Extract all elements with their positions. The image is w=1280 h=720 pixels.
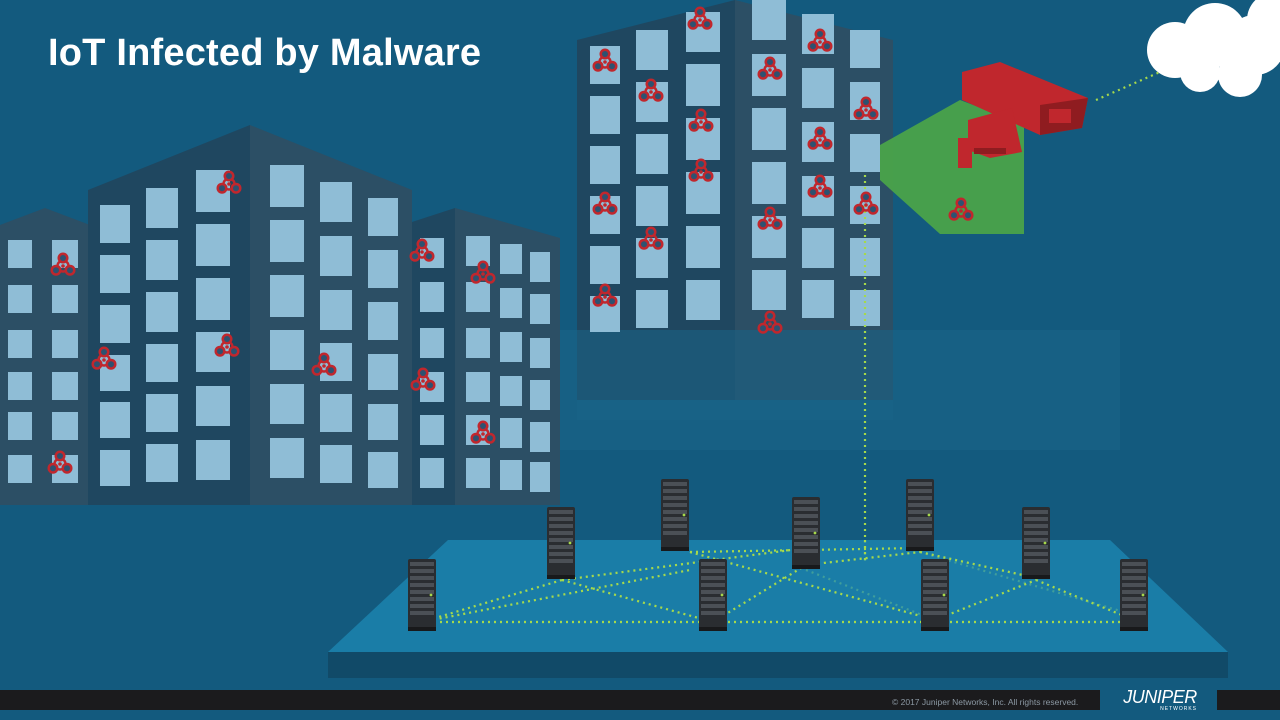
server-rack-icon (661, 479, 689, 551)
brand-subtitle: NETWORKS (1160, 706, 1197, 712)
footer-bar (0, 690, 1280, 710)
server-rack-icon (547, 507, 575, 579)
server-rack-icon (921, 559, 949, 631)
building-middle-left (88, 125, 412, 505)
footer-logo-area (1100, 688, 1217, 720)
server-rack-icon (792, 497, 820, 569)
server-rack-icon (408, 559, 436, 631)
server-rack-icon (1120, 559, 1148, 631)
cloud-icon (1147, 0, 1280, 97)
building-middle-right (412, 208, 560, 505)
server-rack-icon (699, 559, 727, 631)
copyright-text: © 2017 Juniper Networks, Inc. All rights… (892, 697, 1079, 707)
security-camera-icon (958, 62, 1088, 168)
slide-title: IoT Infected by Malware (48, 32, 482, 74)
brand-name: JUNIPER (1123, 687, 1197, 707)
server-rack-icon (906, 479, 934, 551)
building-left (0, 208, 90, 505)
juniper-logo: JUNIPER NETWORKS (1123, 688, 1197, 716)
server-rack-icon (1022, 507, 1050, 579)
building-tall (577, 0, 893, 420)
